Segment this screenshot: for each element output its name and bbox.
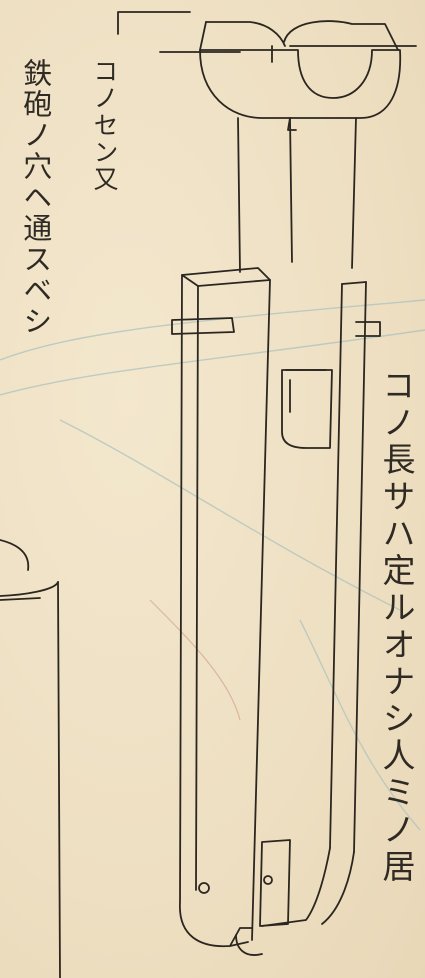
annotation-col-1: コノセン又: [90, 58, 119, 193]
hole-right: [263, 875, 273, 885]
main-bar-right: [261, 281, 367, 927]
inner-slot: [281, 369, 333, 449]
annotation-col-3: コノ長サハ定ルオナシ人ミノ居: [377, 368, 416, 886]
upper-rods: [237, 117, 357, 273]
hole-left: [198, 882, 210, 894]
pin-head: [159, 20, 417, 119]
partial-object: [0, 539, 61, 978]
bracket-mark: [117, 11, 191, 35]
bottom-tongue: [235, 839, 291, 956]
annotation-col-2: 鉄砲ノ穴ヘ通スベシ: [18, 58, 53, 337]
faint-red-stroke: [149, 599, 241, 721]
main-bar-left: [179, 267, 271, 948]
side-pins: [171, 317, 381, 337]
faint-bleedthrough: [0, 299, 425, 831]
